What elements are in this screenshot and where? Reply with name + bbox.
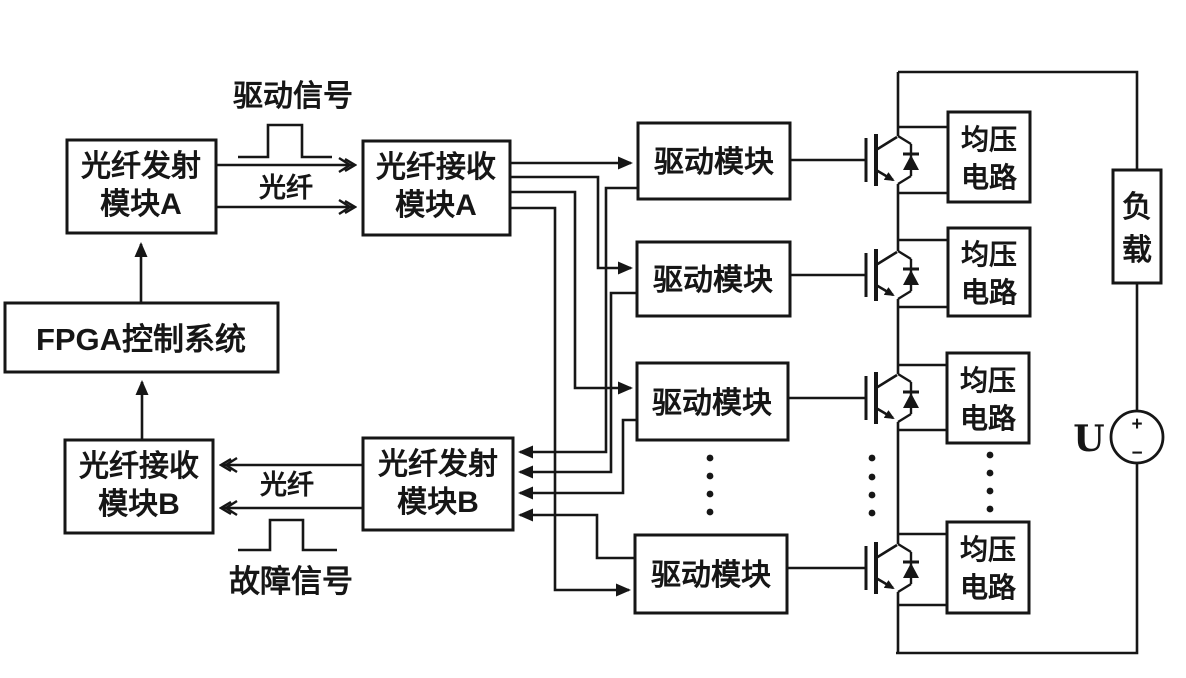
fiber-rx-a-label-line1: 光纤接收 bbox=[376, 151, 496, 184]
igbt-1 bbox=[866, 134, 919, 186]
equalizer-2-stubs bbox=[898, 238, 948, 309]
equalizer-3-line2: 电路 bbox=[960, 403, 1017, 434]
drive-module-label-3: 驱动模块 bbox=[652, 387, 772, 420]
drive-module-label-4: 驱动模块 bbox=[651, 559, 771, 592]
fiber-label-top: 光纤 bbox=[258, 173, 313, 203]
igbt-3 bbox=[866, 372, 919, 424]
load-label-char2: 载 bbox=[1122, 234, 1152, 267]
equalizer-1-stubs bbox=[898, 125, 948, 195]
equalizer-4-line1: 均压 bbox=[960, 534, 1016, 565]
wire-rxa-to-drive-4 bbox=[510, 206, 631, 597]
fiber-rx-b-label-line2: 模块B bbox=[98, 488, 180, 521]
wire-top-bus bbox=[898, 70, 1139, 170]
drive-module-box-2 bbox=[635, 240, 792, 318]
drive-module-label-2: 驱动模块 bbox=[653, 264, 773, 297]
drive-module-box-3 bbox=[635, 361, 790, 442]
equalizer-box-4 bbox=[945, 520, 1031, 615]
equalizer-1-line2: 电路 bbox=[961, 162, 1018, 193]
fiber-tx-a-label-line2: 模块A bbox=[100, 188, 182, 221]
igbt-2 bbox=[866, 249, 919, 301]
fiber-tx-b-label-line2: 模块B bbox=[397, 486, 479, 519]
wire-drive1-to-txb bbox=[518, 186, 638, 459]
drive-module-box-1 bbox=[636, 121, 792, 201]
fiber-rx-b-label-line1: 光纤接收 bbox=[79, 450, 199, 483]
drive-module-label-1: 驱动模块 bbox=[654, 146, 774, 179]
fiber-tx-a-label-line1: 光纤发射 bbox=[81, 150, 201, 183]
drive-signal-label: 驱动信号 bbox=[233, 80, 353, 113]
equalizer-3-stubs bbox=[898, 363, 947, 432]
wire-drive2-to-txb bbox=[518, 291, 637, 479]
wire-drive3-to-txb bbox=[518, 418, 637, 500]
equalizer-3-line1: 均压 bbox=[960, 365, 1016, 396]
ellipsis-drive-modules bbox=[706, 454, 714, 516]
load-label-char1: 负 bbox=[1122, 191, 1152, 224]
fiber-label-bottom: 光纤 bbox=[259, 470, 314, 500]
equalizer-2-line1: 均压 bbox=[961, 239, 1017, 270]
fault-signal-pulse bbox=[238, 518, 337, 552]
equalizer-2-line2: 电路 bbox=[961, 277, 1018, 308]
equalizer-box-3 bbox=[945, 351, 1031, 445]
fiber-tx-b-box bbox=[361, 436, 515, 532]
voltage-source-minus: − bbox=[1131, 443, 1142, 464]
wire-rxa-to-drive-3 bbox=[510, 190, 633, 395]
ellipsis-equalizers bbox=[986, 451, 994, 513]
equalizer-1-line1: 均压 bbox=[961, 124, 1017, 155]
fiber-rx-b-box bbox=[63, 438, 215, 535]
wire-bottom-bus bbox=[896, 463, 1139, 655]
ellipsis-igbt-chain bbox=[868, 454, 876, 517]
fiber-rx-a-label-line2: 模块A bbox=[395, 189, 477, 222]
equalizer-4-stubs bbox=[898, 532, 947, 607]
wire-rxa-to-drive-2 bbox=[510, 175, 633, 275]
equalizer-4-line2: 电路 bbox=[960, 572, 1017, 603]
fiber-tx-b-label-line1: 光纤发射 bbox=[378, 448, 498, 481]
fault-signal-label: 故障信号 bbox=[229, 564, 353, 599]
drive-signal-pulse bbox=[238, 123, 332, 159]
wire-drive4-to-txb bbox=[518, 508, 635, 560]
load-box bbox=[1111, 168, 1163, 285]
equalizer-box-2 bbox=[946, 226, 1032, 318]
fiber-rx-a-box bbox=[361, 139, 512, 237]
fpga-label: FPGA控制系统 bbox=[36, 322, 246, 357]
voltage-source-label: U bbox=[1073, 418, 1104, 460]
voltage-source-plus: + bbox=[1131, 414, 1142, 435]
igbt-4 bbox=[866, 542, 919, 594]
fiber-tx-a-box bbox=[65, 138, 218, 235]
drive-module-box-4 bbox=[633, 533, 789, 615]
equalizer-box-1 bbox=[946, 110, 1032, 204]
